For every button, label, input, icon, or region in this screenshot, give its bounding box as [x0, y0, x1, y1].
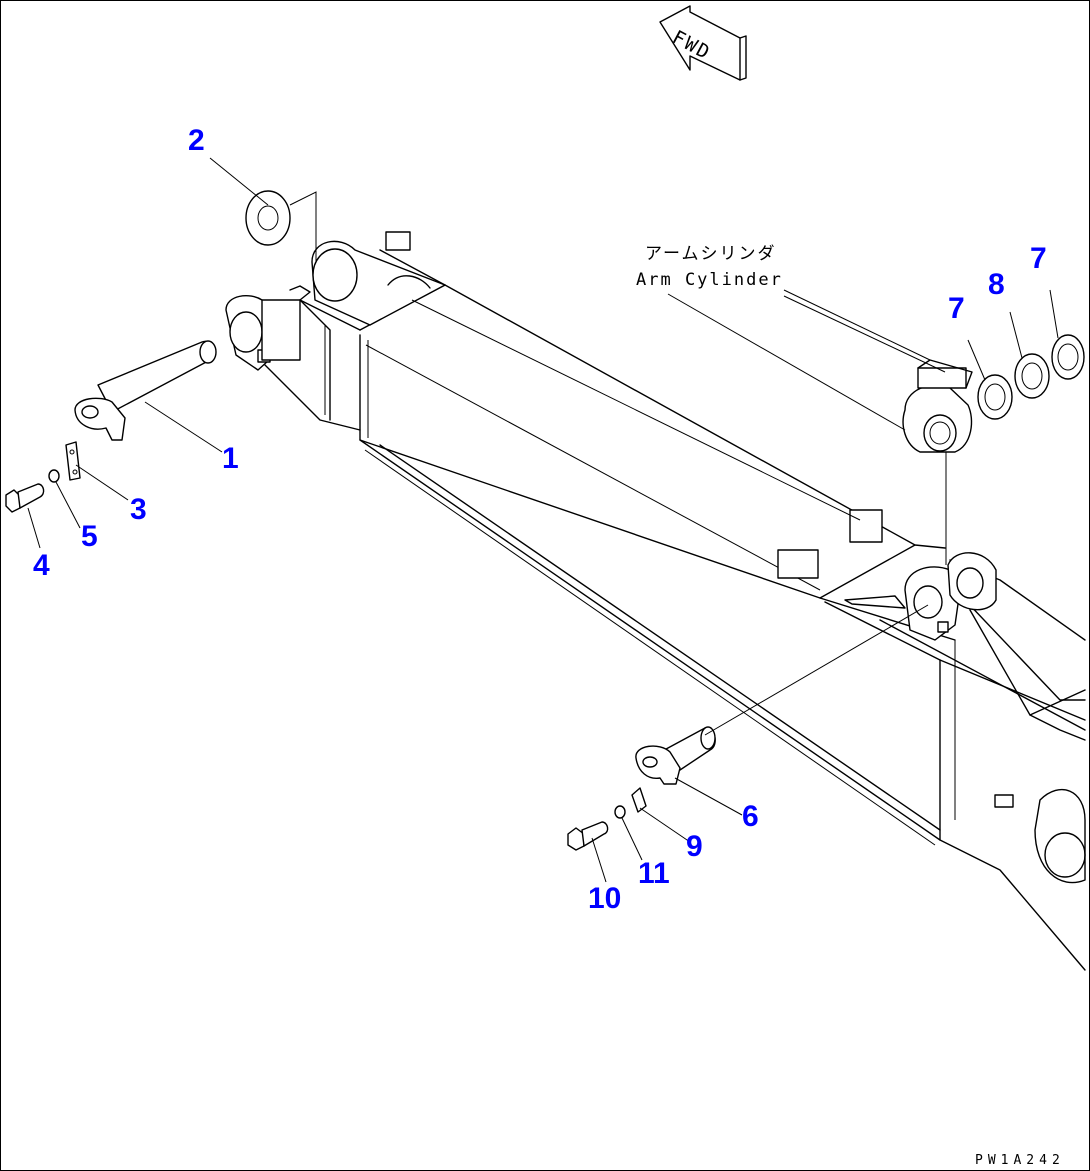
lock-plate-9 — [631, 787, 647, 813]
arm-cylinder-label-jp: アームシリンダ — [645, 244, 777, 264]
callout-9: 9 — [686, 830, 703, 863]
boom-lower-lug — [844, 552, 997, 641]
boom-clevis — [225, 231, 446, 371]
callout-2: 2 — [188, 124, 205, 157]
washer-2 — [245, 190, 291, 246]
callout-8: 8 — [988, 268, 1005, 301]
bolt-10 — [567, 821, 609, 851]
callout-7a: 7 — [948, 292, 965, 325]
boom-body — [229, 284, 1086, 971]
callout-11: 11 — [638, 857, 670, 890]
leader-lines — [27, 157, 1059, 883]
shim-7a — [977, 374, 1013, 420]
shim-8 — [1014, 353, 1050, 399]
pin-1 — [74, 340, 217, 441]
callout-1: 1 — [222, 442, 239, 475]
drawing-code: PW1A242 — [975, 1153, 1065, 1168]
hose-clamps — [777, 509, 883, 579]
bolt-4 — [5, 483, 45, 513]
shim-7b — [1051, 334, 1085, 380]
callout-3: 3 — [130, 493, 147, 526]
fwd-arrow-icon — [659, 5, 747, 81]
callout-5: 5 — [81, 520, 98, 553]
arm-cylinder-head — [902, 359, 973, 453]
lock-plate-3 — [65, 441, 81, 481]
callout-10: 10 — [588, 882, 622, 915]
pin-6 — [635, 726, 716, 785]
callout-6: 6 — [742, 800, 759, 833]
washer-11 — [614, 805, 626, 819]
callout-4: 4 — [33, 549, 50, 582]
washer-5 — [48, 469, 60, 483]
arm-cylinder-label-en: Arm Cylinder — [636, 270, 783, 290]
callout-7b: 7 — [1030, 242, 1047, 275]
